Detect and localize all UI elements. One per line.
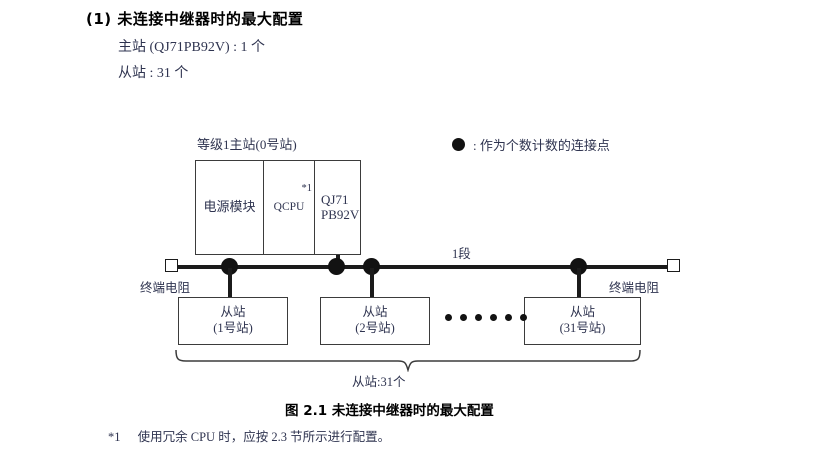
module-cell-qj71pb92v-line1: QJ71	[321, 191, 349, 207]
connection-node-master	[328, 258, 345, 275]
footnote-text: 使用冗余 CPU 时，应按 2.3 节所示进行配置。	[137, 430, 391, 444]
module-cell-qj71pb92v-label: QJ71 PB92V	[321, 191, 360, 223]
connection-node-slave31	[570, 258, 587, 275]
segment-label: 1段	[452, 247, 471, 261]
filled-circle-icon	[452, 138, 465, 151]
module-cell-qcpu: QCPU *1	[264, 161, 315, 254]
master-station-label: 等级1主站(0号站)	[197, 137, 297, 152]
slave1-drop-line	[228, 268, 232, 298]
section-line-slave: 从站 : 31 个	[118, 66, 189, 81]
legend: : 作为个数计数的连接点	[452, 135, 610, 154]
figure-caption: 图 2.1 未连接中继器时的最大配置	[285, 403, 494, 419]
module-cell-qcpu-label: QCPU	[273, 200, 305, 213]
ellipsis-dot	[460, 314, 467, 321]
ellipsis-dot	[505, 314, 512, 321]
terminating-resistor-left-label: 终端电阻	[140, 281, 191, 295]
terminating-resistor-right-icon	[667, 259, 680, 272]
legend-label: : 作为个数计数的连接点	[473, 138, 610, 153]
ellipsis-dot	[490, 314, 497, 321]
connection-node-slave2	[363, 258, 380, 275]
section-line-master: 主站 (QJ71PB92V) : 1 个	[118, 40, 266, 55]
slave-station-31-line1: 从站	[569, 305, 595, 320]
slave-station-1-line2: (1号站)	[213, 321, 253, 335]
ellipsis-dot	[445, 314, 452, 321]
slave-station-31-line2: (31号站)	[559, 321, 606, 335]
footnote-mark: *1	[108, 430, 121, 444]
slave31-drop-line	[577, 268, 581, 298]
slave-count-brace	[172, 350, 644, 372]
module-cell-power-supply-label: 电源模块	[203, 199, 256, 215]
ellipsis-dot	[475, 314, 482, 321]
master-module-rack: 电源模块 QCPU *1 QJ71 PB92V	[195, 160, 361, 255]
module-cell-qj71pb92v: QJ71 PB92V	[315, 161, 360, 254]
slave-station-box-1: 从站 (1号站)	[178, 297, 288, 345]
slave-count-label: 从站:31个	[352, 375, 406, 389]
footnote: *1 使用冗余 CPU 时，应按 2.3 节所示进行配置。	[108, 426, 390, 445]
slave-station-box-2: 从站 (2号站)	[320, 297, 430, 345]
terminating-resistor-left-icon	[165, 259, 178, 272]
slave-station-2-line1: 从站	[362, 305, 388, 320]
terminating-resistor-right-label: 终端电阻	[609, 281, 660, 295]
module-cell-qj71pb92v-line2: PB92V	[321, 206, 360, 222]
ellipsis-dots	[445, 314, 527, 321]
footnote-marker: *1	[301, 183, 313, 194]
slave-station-2-line2: (2号站)	[355, 321, 395, 335]
slave-station-1-line1: 从站	[220, 305, 246, 320]
ellipsis-dot	[520, 314, 527, 321]
bus-line	[172, 265, 675, 269]
module-cell-power-supply: 电源模块	[196, 161, 264, 254]
connection-node-slave1	[221, 258, 238, 275]
slave-station-box-31: 从站 (31号站)	[524, 297, 641, 345]
section-title: (1) 未连接中继器时的最大配置	[86, 10, 304, 28]
slave2-drop-line	[370, 268, 374, 298]
